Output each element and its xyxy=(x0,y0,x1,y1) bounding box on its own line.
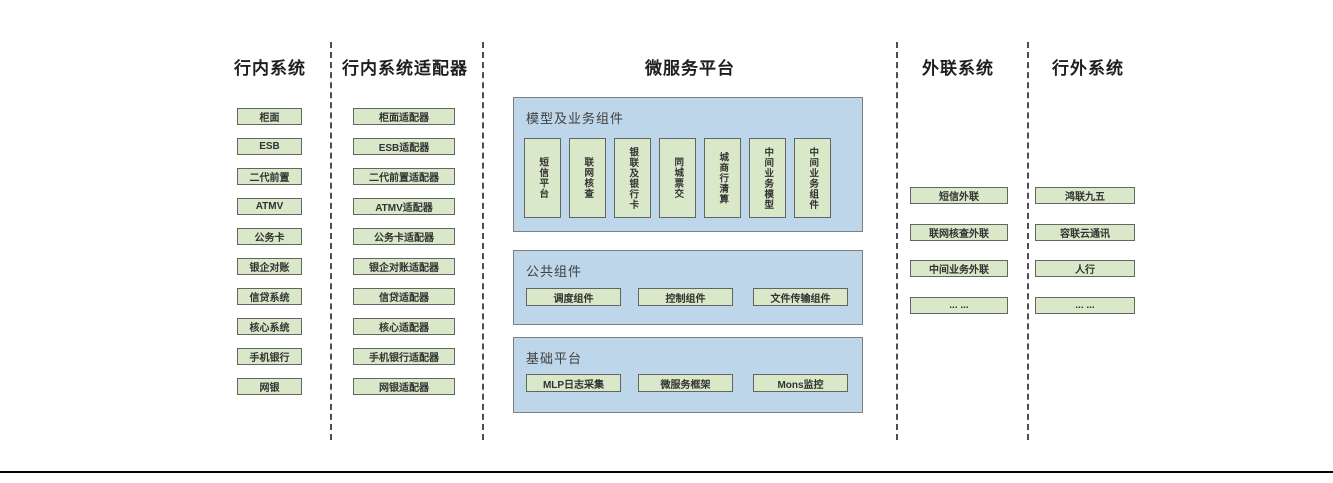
base-platform-box: 微服务框架 xyxy=(638,374,733,392)
internal-system-box: 手机银行 xyxy=(237,348,302,365)
adapter-box: 网银适配器 xyxy=(353,378,455,395)
internal-system-box: 柜面 xyxy=(237,108,302,125)
model-component-box: 银联及银行卡 xyxy=(614,138,651,218)
base-platform-box: Mons监控 xyxy=(753,374,848,392)
common-component-box: 调度组件 xyxy=(526,288,621,306)
model-component-box: 短信平台 xyxy=(524,138,561,218)
common-component-box: 文件传输组件 xyxy=(753,288,848,306)
column-title-internal-systems: 行内系统 xyxy=(234,59,306,78)
internal-system-box: 网银 xyxy=(237,378,302,395)
column-title-internal-adapters: 行内系统适配器 xyxy=(342,59,468,78)
outside-system-box: 人行 xyxy=(1035,260,1135,277)
column-title-microservice-platform: 微服务平台 xyxy=(645,59,735,78)
internal-system-box: 二代前置 xyxy=(237,168,302,185)
divider-1 xyxy=(330,42,332,440)
base-platform-box: MLP日志采集 xyxy=(526,374,621,392)
model-component-box: 城商行清算 xyxy=(704,138,741,218)
panel-label: 基础平台 xyxy=(526,351,583,366)
internal-system-box: 银企对账 xyxy=(237,258,302,275)
column-title-outside-systems: 行外系统 xyxy=(1052,59,1124,78)
outside-system-box: ... ... xyxy=(1035,297,1135,314)
bottom-rule xyxy=(0,471,1333,473)
external-link-box: 中间业务外联 xyxy=(910,260,1008,277)
external-link-box: 短信外联 xyxy=(910,187,1008,204)
adapter-box: 银企对账适配器 xyxy=(353,258,455,275)
model-component-box: 同城票交 xyxy=(659,138,696,218)
outside-system-box: 鸿联九五 xyxy=(1035,187,1135,204)
external-link-box: ... ... xyxy=(910,297,1008,314)
panel-model-business-components: 模型及业务组件 短信平台联网核查银联及银行卡同城票交城商行清算中间业务模型中间业… xyxy=(513,97,863,232)
divider-4 xyxy=(1027,42,1029,440)
adapter-box: ESB适配器 xyxy=(353,138,455,155)
panel-label: 公共组件 xyxy=(526,264,583,279)
adapter-box: 柜面适配器 xyxy=(353,108,455,125)
common-component-box: 控制组件 xyxy=(638,288,733,306)
internal-system-box: 核心系统 xyxy=(237,318,302,335)
model-component-box: 联网核查 xyxy=(569,138,606,218)
divider-2 xyxy=(482,42,484,440)
adapter-box: 核心适配器 xyxy=(353,318,455,335)
adapter-box: 公务卡适配器 xyxy=(353,228,455,245)
outside-system-box: 容联云通讯 xyxy=(1035,224,1135,241)
model-component-box: 中间业务模型 xyxy=(749,138,786,218)
internal-system-box: 公务卡 xyxy=(237,228,302,245)
divider-3 xyxy=(896,42,898,440)
panel-common-components: 公共组件 调度组件控制组件 文件传输组件 xyxy=(513,250,863,325)
external-link-box: 联网核查外联 xyxy=(910,224,1008,241)
adapter-box: 手机银行适配器 xyxy=(353,348,455,365)
internal-system-box: ATMV xyxy=(237,198,302,215)
internal-system-box: ESB xyxy=(237,138,302,155)
column-title-external-link-systems: 外联系统 xyxy=(922,59,994,78)
model-component-box: 中间业务组件 xyxy=(794,138,831,218)
internal-system-box: 信贷系统 xyxy=(237,288,302,305)
adapter-box: ATMV适配器 xyxy=(353,198,455,215)
panel-base-platform: 基础平台 MLP日志采集微服务框架 Mons监控 xyxy=(513,337,863,413)
panel-label: 模型及业务组件 xyxy=(526,111,625,126)
adapter-box: 信贷适配器 xyxy=(353,288,455,305)
adapter-box: 二代前置适配器 xyxy=(353,168,455,185)
